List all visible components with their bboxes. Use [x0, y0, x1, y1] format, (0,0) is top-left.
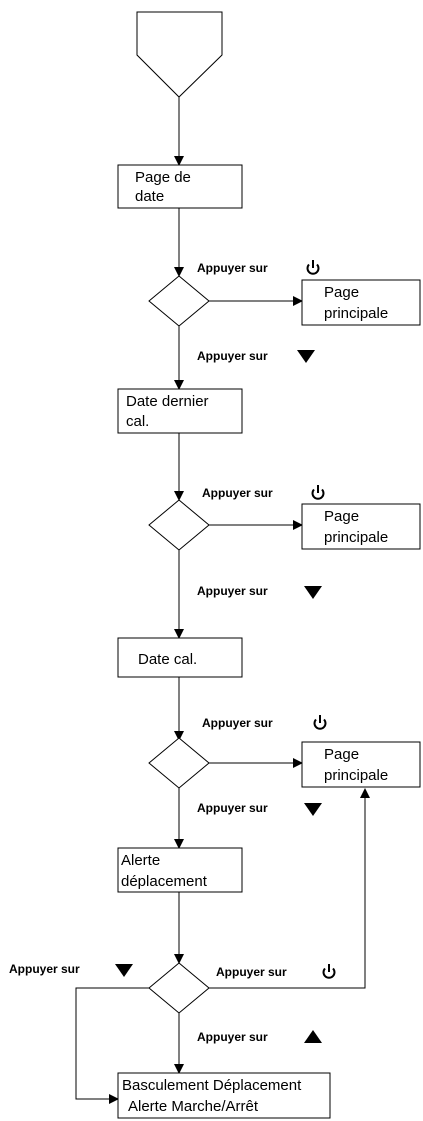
- main-page-box-2: [301, 503, 421, 550]
- main-page-label-2: Page principale: [324, 508, 388, 546]
- main-page-box-3: [301, 741, 421, 788]
- press-label-1: Appuyer sur: [197, 261, 268, 275]
- decision-diamond-2: [148, 499, 210, 551]
- press-label-3: Appuyer sur: [202, 486, 273, 500]
- decision-diamond-4: [148, 962, 210, 1014]
- press-label-5: Appuyer sur: [202, 716, 273, 730]
- power-icon: [313, 715, 327, 730]
- last-cal-date-label: Date dernier cal.: [126, 393, 213, 430]
- down-triangle-icon: [304, 586, 322, 599]
- toggle-box: [117, 1072, 331, 1119]
- down-triangle-icon: [297, 350, 315, 363]
- main-page-label-1: Page principale: [324, 284, 388, 322]
- power-icon: [322, 964, 336, 979]
- decision-diamond-3: [148, 737, 210, 789]
- up-triangle-icon: [304, 1030, 322, 1043]
- cal-date-box: [117, 637, 243, 678]
- decision-diamond-1: [148, 275, 210, 327]
- start-shape: [136, 11, 223, 98]
- date-page-label: Page de date: [135, 169, 195, 205]
- down-triangle-icon: [304, 803, 322, 816]
- press-label-9: Appuyer sur: [197, 1030, 268, 1044]
- toggle-label: Basculement Déplacement Alerte Marche/Ar…: [122, 1077, 305, 1115]
- date-page-box: [117, 164, 243, 209]
- power-icon: [306, 260, 320, 275]
- down-triangle-icon: [115, 964, 133, 977]
- cal-date-label: Date cal.: [138, 651, 197, 668]
- move-alert-box: [117, 847, 243, 893]
- main-page-label-3: Page principale: [324, 746, 388, 784]
- press-label-6: Appuyer sur: [197, 801, 268, 815]
- main-page-box-1: [301, 279, 421, 326]
- power-icon: [311, 485, 325, 500]
- press-label-8: Appuyer sur: [216, 965, 287, 979]
- press-label-4: Appuyer sur: [197, 584, 268, 598]
- last-cal-date-box: [117, 388, 243, 434]
- connectors: [75, 97, 370, 1104]
- move-alert-label: Alerte déplacement: [121, 852, 208, 890]
- press-label-7: Appuyer sur: [9, 962, 80, 976]
- press-label-2: Appuyer sur: [197, 349, 268, 363]
